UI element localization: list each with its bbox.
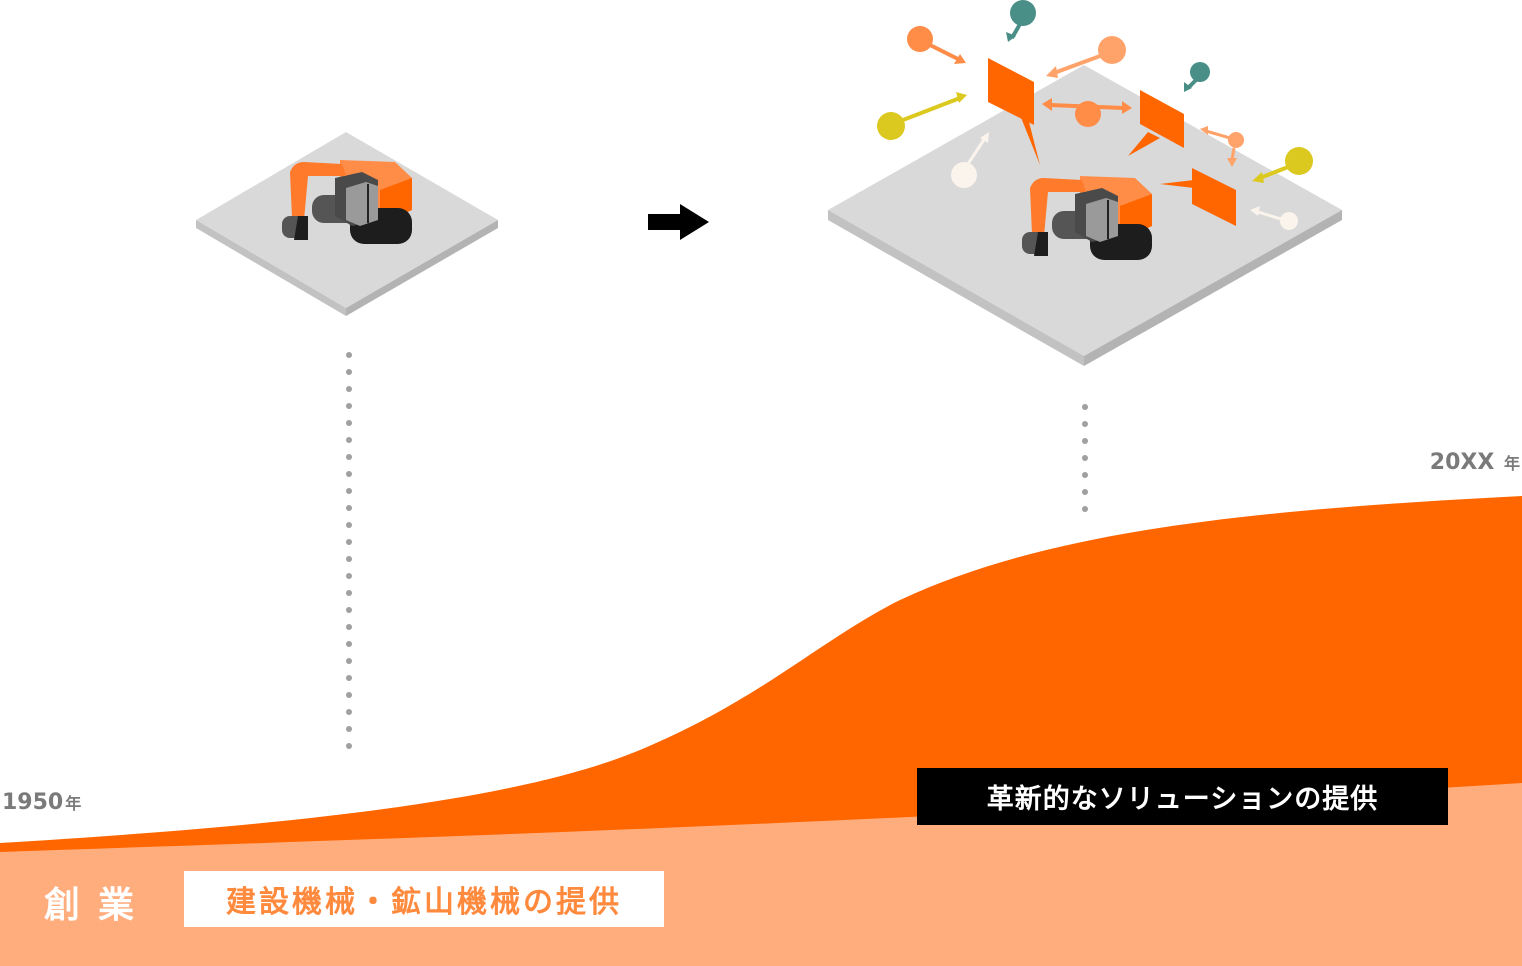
node-yellow-1 [877,92,967,140]
start-year: 1950 [2,790,64,815]
node-cream-1 [951,132,989,188]
end-year-unit: 年 [1503,454,1520,473]
end-year: 20XX [1429,450,1495,475]
start-year-unit: 年 [65,794,82,813]
dotted-line-past [346,352,352,760]
past-service-label: 建設機械・鉱山機械の提供 [184,871,664,927]
node-yellow-2 [1252,147,1313,183]
future-service-label: 革新的なソリューションの提供 [917,768,1448,825]
founding-label: 創業 [44,885,153,926]
node-teal-2 [1184,62,1210,92]
node-cream-2 [1250,206,1298,230]
excavator-icon [1022,176,1152,260]
data-panel-2 [1128,90,1184,156]
data-panel-3 [1160,168,1236,226]
dotted-line-future [1082,404,1088,523]
node-peach-1 [1046,36,1126,78]
end-year-label: 20XX 年 [1430,450,1520,475]
node-orange-center [1042,98,1132,127]
data-panel-1 [988,58,1040,165]
node-orange-1 [907,26,966,64]
excavator-icon [282,160,412,244]
node-teal-1 [1006,0,1036,42]
node-peach-2 [1200,126,1244,167]
